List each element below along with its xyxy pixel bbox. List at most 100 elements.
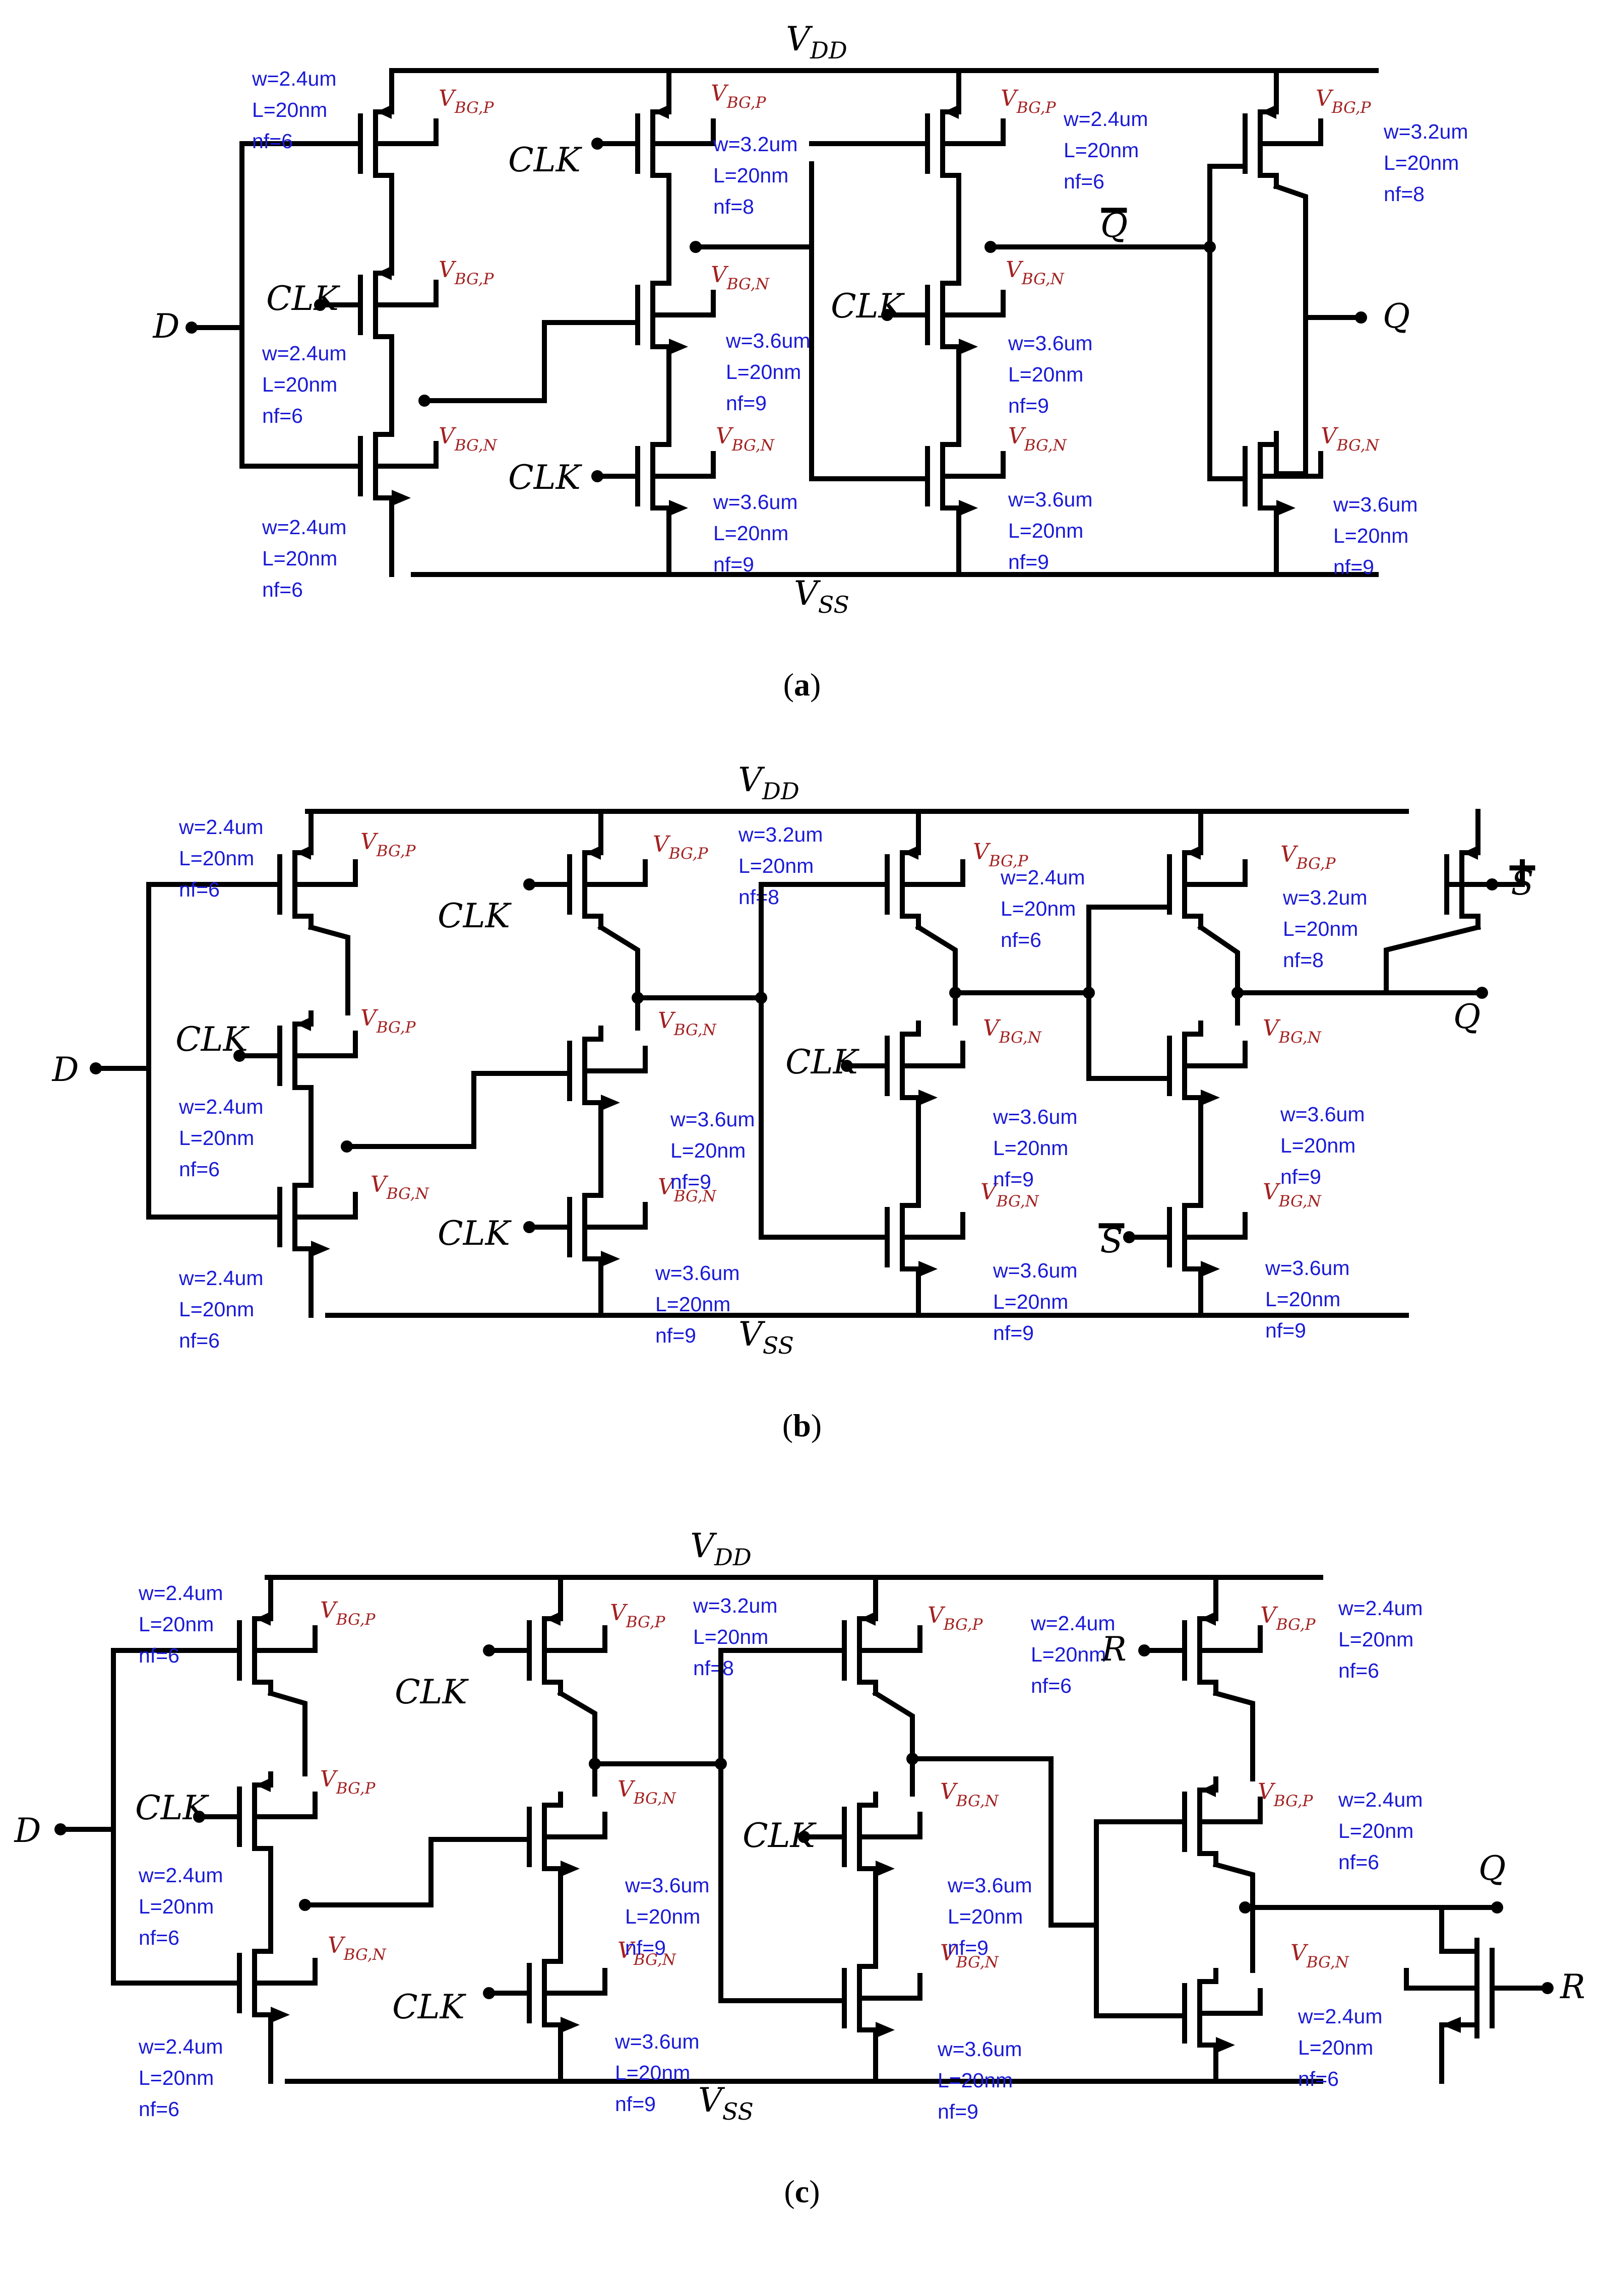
fingers-param: nf=6 — [252, 130, 293, 153]
caption-a: (a) — [783, 667, 821, 703]
drain-lead — [1182, 1192, 1203, 1208]
length-param: L=20nm — [938, 2069, 1013, 2092]
drain-lead — [940, 270, 961, 286]
drain-lead — [292, 1085, 314, 1101]
length-param: L=20nm — [1008, 363, 1083, 386]
wire — [344, 1071, 572, 1149]
wire — [759, 882, 890, 1240]
width-param: w=3.6um — [713, 490, 798, 514]
width-param: w=3.2um — [693, 1594, 778, 1617]
fingers-param: nf=9 — [726, 392, 767, 415]
terminal — [1138, 1644, 1150, 1656]
terminal — [314, 299, 326, 311]
drain-lead — [900, 914, 921, 930]
fingers-param: nf=9 — [938, 2100, 978, 2123]
width-param: w=2.4um — [138, 1864, 223, 1887]
body-lead — [373, 118, 439, 146]
nmos-transistor — [111, 1938, 318, 2028]
nmos-arrow — [1276, 500, 1295, 516]
length-param: L=20nm — [139, 2066, 214, 2089]
length-param: L=20nm — [139, 1895, 214, 1918]
pmos-arrow — [903, 846, 918, 860]
wire — [422, 320, 640, 403]
clk-label: CLK — [392, 1988, 466, 2026]
body-lead — [650, 118, 716, 146]
drain-lead — [542, 1792, 563, 1808]
body-lead — [292, 1031, 358, 1058]
body-lead — [582, 859, 648, 887]
backgate-label: VBG,N — [371, 1172, 430, 1203]
nmos-transistor — [842, 1953, 922, 2044]
body-lead — [1197, 1797, 1263, 1824]
width-param: w=3.6um — [655, 1261, 740, 1285]
drain-lead — [373, 334, 394, 350]
fingers-param: nf=9 — [670, 1170, 711, 1193]
backgate-label: VBG,N — [711, 262, 770, 293]
backgate-label: VBG,N — [980, 1179, 1040, 1210]
length-param: L=20nm — [1265, 1288, 1340, 1311]
drain-lead — [542, 1680, 563, 1696]
source-lead — [1439, 2022, 1479, 2084]
width-param: w=3.6um — [1008, 488, 1093, 511]
backgate-label: VBG,P — [439, 86, 495, 117]
circuit-panel-a: VDDVSSDCLKVBG,PVBG,PVBG,Nw=2.4umL=20nmnf… — [153, 20, 1468, 703]
nmos-transistor — [801, 1792, 922, 1882]
pmos-arrow — [586, 846, 601, 860]
vdd-label: VDD — [786, 20, 847, 64]
d-label: D — [14, 1811, 41, 1850]
terminal — [798, 1831, 810, 1843]
wire — [267, 1690, 307, 1776]
backgate-label: VBG,P — [320, 1598, 376, 1629]
d-label: D — [52, 1050, 79, 1089]
drain-lead — [1182, 914, 1203, 930]
length-param: L=20nm — [1338, 1628, 1413, 1651]
length-param: L=20nm — [993, 1290, 1068, 1313]
width-param: w=3.6um — [993, 1259, 1078, 1282]
terminal — [1491, 1901, 1503, 1914]
terminal — [1123, 1231, 1135, 1243]
length-param: L=20nm — [670, 1139, 746, 1162]
length-param: L=20nm — [655, 1293, 730, 1316]
nmos-transistor — [527, 1182, 648, 1272]
length-param: L=20nm — [615, 2061, 690, 2084]
nmos-arrow — [271, 2007, 290, 2023]
length-param: L=20nm — [1008, 519, 1083, 542]
width-param: w=2.4um — [1298, 2005, 1383, 2028]
clk-label: CLK — [508, 141, 582, 179]
length-param: L=20nm — [262, 547, 337, 570]
d-label: D — [153, 307, 180, 346]
drain-lead — [1182, 1021, 1203, 1037]
nmos-transistor — [567, 1026, 648, 1116]
length-param: L=20nm — [1031, 1643, 1106, 1666]
drain-lead — [940, 431, 961, 447]
backgate-label: VBG,P — [320, 1766, 376, 1798]
r-label: R — [1101, 1630, 1127, 1669]
width-param: w=3.2um — [738, 823, 823, 846]
drain-lead — [1197, 1680, 1218, 1696]
fingers-param: nf=9 — [993, 1168, 1034, 1191]
backgate-label: VBG,P — [360, 829, 416, 860]
body-lead — [857, 1973, 922, 2001]
pmos-arrow — [860, 1612, 876, 1626]
terminal — [591, 138, 603, 150]
drain-lead — [252, 1846, 273, 1862]
wire — [1274, 431, 1308, 476]
wire — [1384, 924, 1482, 995]
backgate-label: VBG,N — [439, 423, 498, 455]
backgate-label: VBG,N — [1008, 423, 1068, 455]
terminal — [523, 1221, 535, 1233]
length-param: L=20nm — [693, 1625, 768, 1648]
caption-b: (b) — [782, 1408, 822, 1443]
pmos-transistor — [527, 839, 648, 930]
width-param: w=2.4um — [1030, 1612, 1116, 1635]
wire — [1197, 924, 1240, 1026]
nmos-transistor — [1182, 1968, 1263, 2059]
backgate-label: VBG,P — [610, 1600, 666, 1631]
nmos-arrow — [601, 1251, 620, 1267]
nmos-arrow — [392, 490, 411, 506]
pmos-transistor — [237, 1010, 358, 1101]
backgate-label: VBG,P — [711, 81, 767, 112]
body-lead — [650, 290, 716, 317]
nmos-arrow — [959, 500, 978, 516]
